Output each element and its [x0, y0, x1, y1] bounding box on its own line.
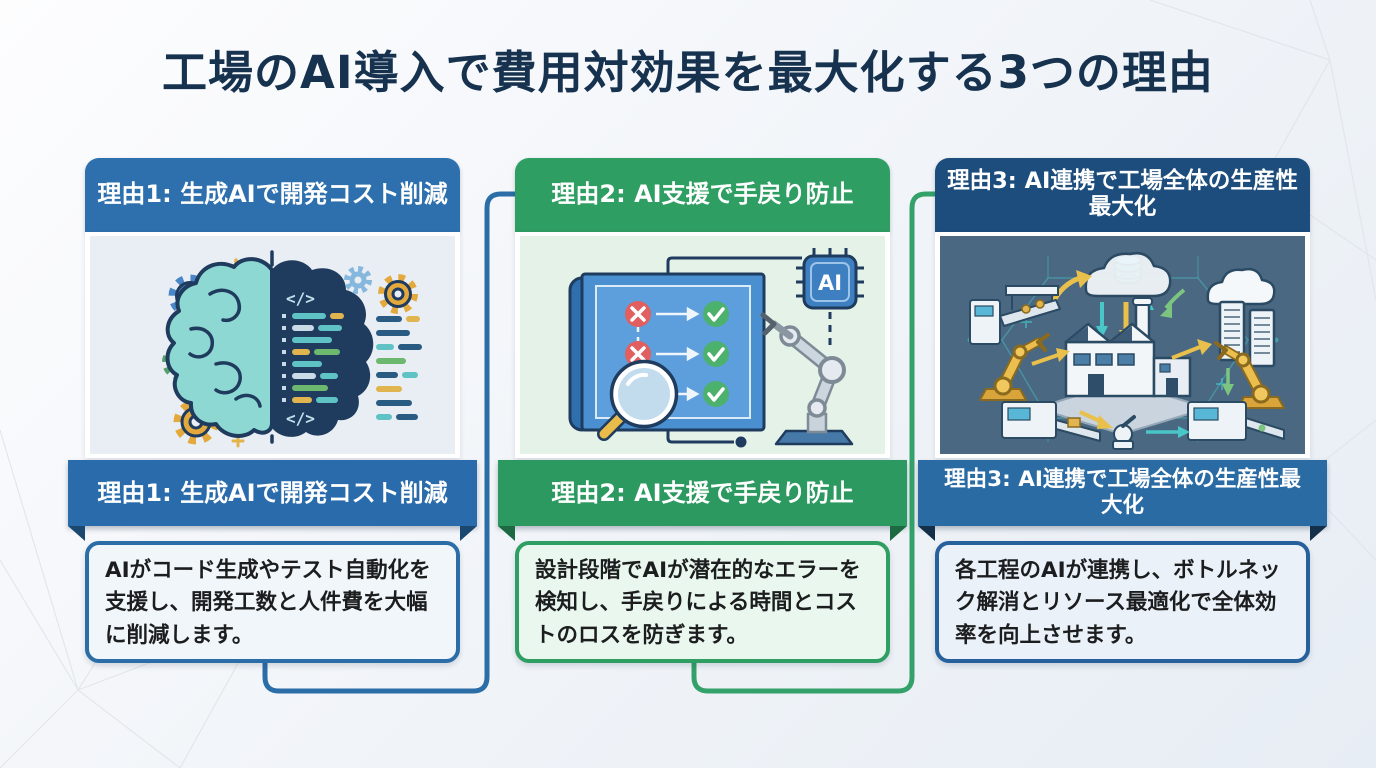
- brain-gears-code-illustration: </> </>: [162, 250, 422, 448]
- blueprint-review-robot-illustration: AI: [568, 248, 864, 448]
- robot-arm-icon: [979, 333, 1050, 401]
- connector-line: [666, 256, 802, 282]
- connector-reason1-to-reason2: [262, 191, 517, 694]
- brain-left-half-icon: [165, 257, 274, 438]
- robot-arm-icon: [1214, 341, 1285, 409]
- reason-1-column: 理由1: 生成AIで開発コスト削減: [68, 158, 477, 663]
- conveyor-machine-icon: [1187, 401, 1285, 441]
- robot-arm-icon: [760, 312, 854, 446]
- smart-factory-network-illustration: [967, 252, 1285, 450]
- brain-right-half-code-icon: </> </>: [272, 260, 374, 437]
- reason-2-description: 設計段階でAIが潜在的なエラーを検知し、手戻りによる時間とコストのロスを防ぎます…: [515, 541, 890, 663]
- code-lines: [376, 316, 422, 420]
- page-title: 工場のAI導入で費用対効果を最大化する3つの理由: [162, 46, 1214, 99]
- check-icon: [703, 301, 729, 407]
- reason-3-header: 理由3: AI連携で工場全体の生産性最大化: [935, 158, 1310, 232]
- cloud-server-icon: [1206, 267, 1276, 368]
- reason-1-header: 理由1: 生成AIで開発コスト削減: [85, 158, 460, 232]
- reason-3-ribbon-banner: 理由3: AI連携で工場全体の生産性最大化: [918, 460, 1327, 541]
- cloud-database-icon: [1084, 252, 1172, 298]
- reason-3-description: 各工程のAIが連携し、ボトルネック解消とリソース最適化で全体効率を向上させます。: [935, 541, 1310, 663]
- code-lines: [292, 313, 344, 403]
- magnifier-icon: [597, 359, 679, 441]
- conveyor-machine-icon: [969, 285, 1061, 345]
- ai-chip-label: AI: [818, 271, 842, 295]
- reason-1-ribbon-banner: 理由1: 生成AIで開発コスト削減: [68, 460, 477, 541]
- connector-reason2-to-reason3: [691, 191, 937, 694]
- ai-chip-icon: AI: [796, 248, 864, 348]
- reason-2-ribbon-banner: 理由2: AI支援で手戻り防止: [498, 460, 907, 541]
- arrow-icon: [656, 306, 700, 402]
- reason-2-column: 理由2: AI支援で手戻り防止: [498, 158, 907, 663]
- reason-3-column: 理由3: AI連携で工場全体の生産性最大化: [918, 158, 1327, 663]
- connector-line: [666, 428, 734, 444]
- code-tag-text: </>: [286, 289, 315, 308]
- network-arrows: [1031, 339, 1234, 438]
- reason-2-illustration-panel: AI: [520, 236, 885, 454]
- reason-2-header: 理由2: AI支援で手戻り防止: [515, 158, 890, 232]
- reason-1-illustration-panel: </> </>: [90, 236, 455, 454]
- code-tag-text: </>: [286, 409, 315, 428]
- small-robot-icon: [1112, 415, 1136, 450]
- factory-icon: [1035, 297, 1209, 435]
- curved-arrow-icon: [1164, 288, 1186, 310]
- conveyor-machine-icon: [1001, 401, 1101, 442]
- reason-1-description: AIがコード生成やテスト自動化を支援し、開発工数と人件費を大幅に削減します。: [85, 541, 460, 663]
- gear-icon: [344, 266, 418, 314]
- reason-3-illustration-panel: [940, 236, 1305, 454]
